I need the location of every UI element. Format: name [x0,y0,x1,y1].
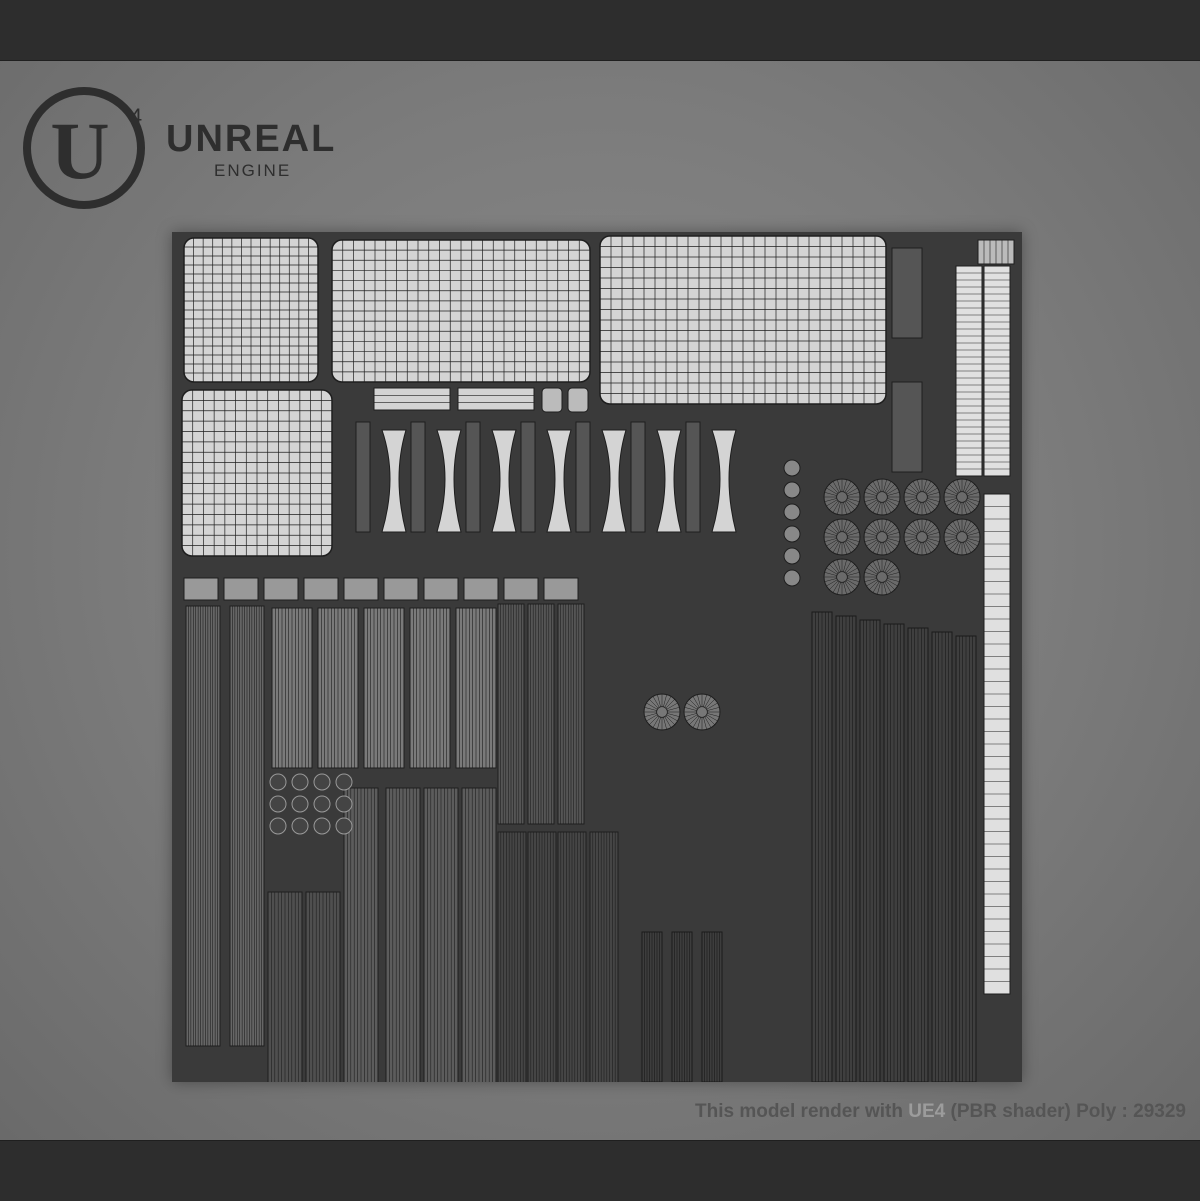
unreal-logo-icon: U 4 [23,87,145,209]
caption-engine: UE4 [908,1101,946,1122]
logo-wordmark: UNREAL [166,118,337,160]
unreal-engine-logo: U 4 [18,82,378,212]
uv-wireframe [181,235,1015,1082]
caption-prefix: This model render with [694,1101,903,1122]
caption-middle: (PBR shader) Poly : [950,1101,1128,1122]
logo-mark: U [50,105,109,196]
bottom-bar [0,1140,1200,1201]
logo-version: 4 [130,104,142,129]
uv-layout-sheet [172,232,1022,1082]
render-caption: This model render with UE4 (PBR shader) … [560,1101,1186,1123]
top-bar [0,0,1200,61]
caption-poly-count: 29329 [1133,1101,1186,1122]
logo-subtitle: ENGINE [214,161,292,180]
